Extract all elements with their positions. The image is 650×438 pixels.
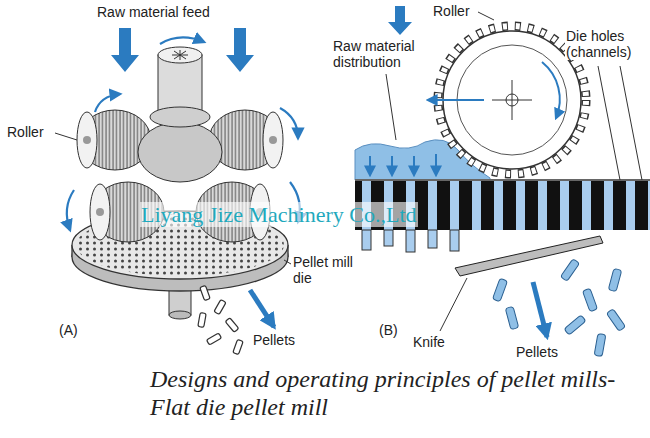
part-label: Die holes (channels) — [565, 28, 647, 60]
output-label: Pellets — [515, 344, 559, 360]
part-label: Pellet mill die — [292, 254, 354, 286]
pellets-a — [198, 285, 243, 354]
output-label: Pellets — [252, 332, 296, 348]
part-label: Roller — [6, 124, 45, 140]
part-label: Raw material distribution — [332, 38, 434, 70]
leader-lines-a — [55, 133, 291, 264]
feed-distribution-arrows — [370, 154, 436, 175]
output-arrow — [533, 282, 547, 337]
feed-arrow — [388, 6, 412, 35]
caption: Designs and operating principles of pell… — [150, 366, 634, 421]
part-label: Knife — [412, 334, 446, 350]
part-label: Roller — [432, 3, 471, 19]
watermark: Liyang Jize Machinery Co.,Ltd — [140, 202, 418, 227]
feed-label: Raw material feed — [96, 4, 211, 20]
extruded-pellets — [362, 230, 459, 252]
figure-label: (A) — [58, 322, 79, 338]
feed-arrows — [111, 28, 254, 72]
shaft — [138, 47, 222, 182]
figure-label: (B) — [378, 322, 399, 338]
knife — [455, 236, 603, 276]
roller-gear — [428, 26, 586, 174]
output-arrow — [250, 290, 274, 327]
pellets-b — [492, 259, 625, 357]
